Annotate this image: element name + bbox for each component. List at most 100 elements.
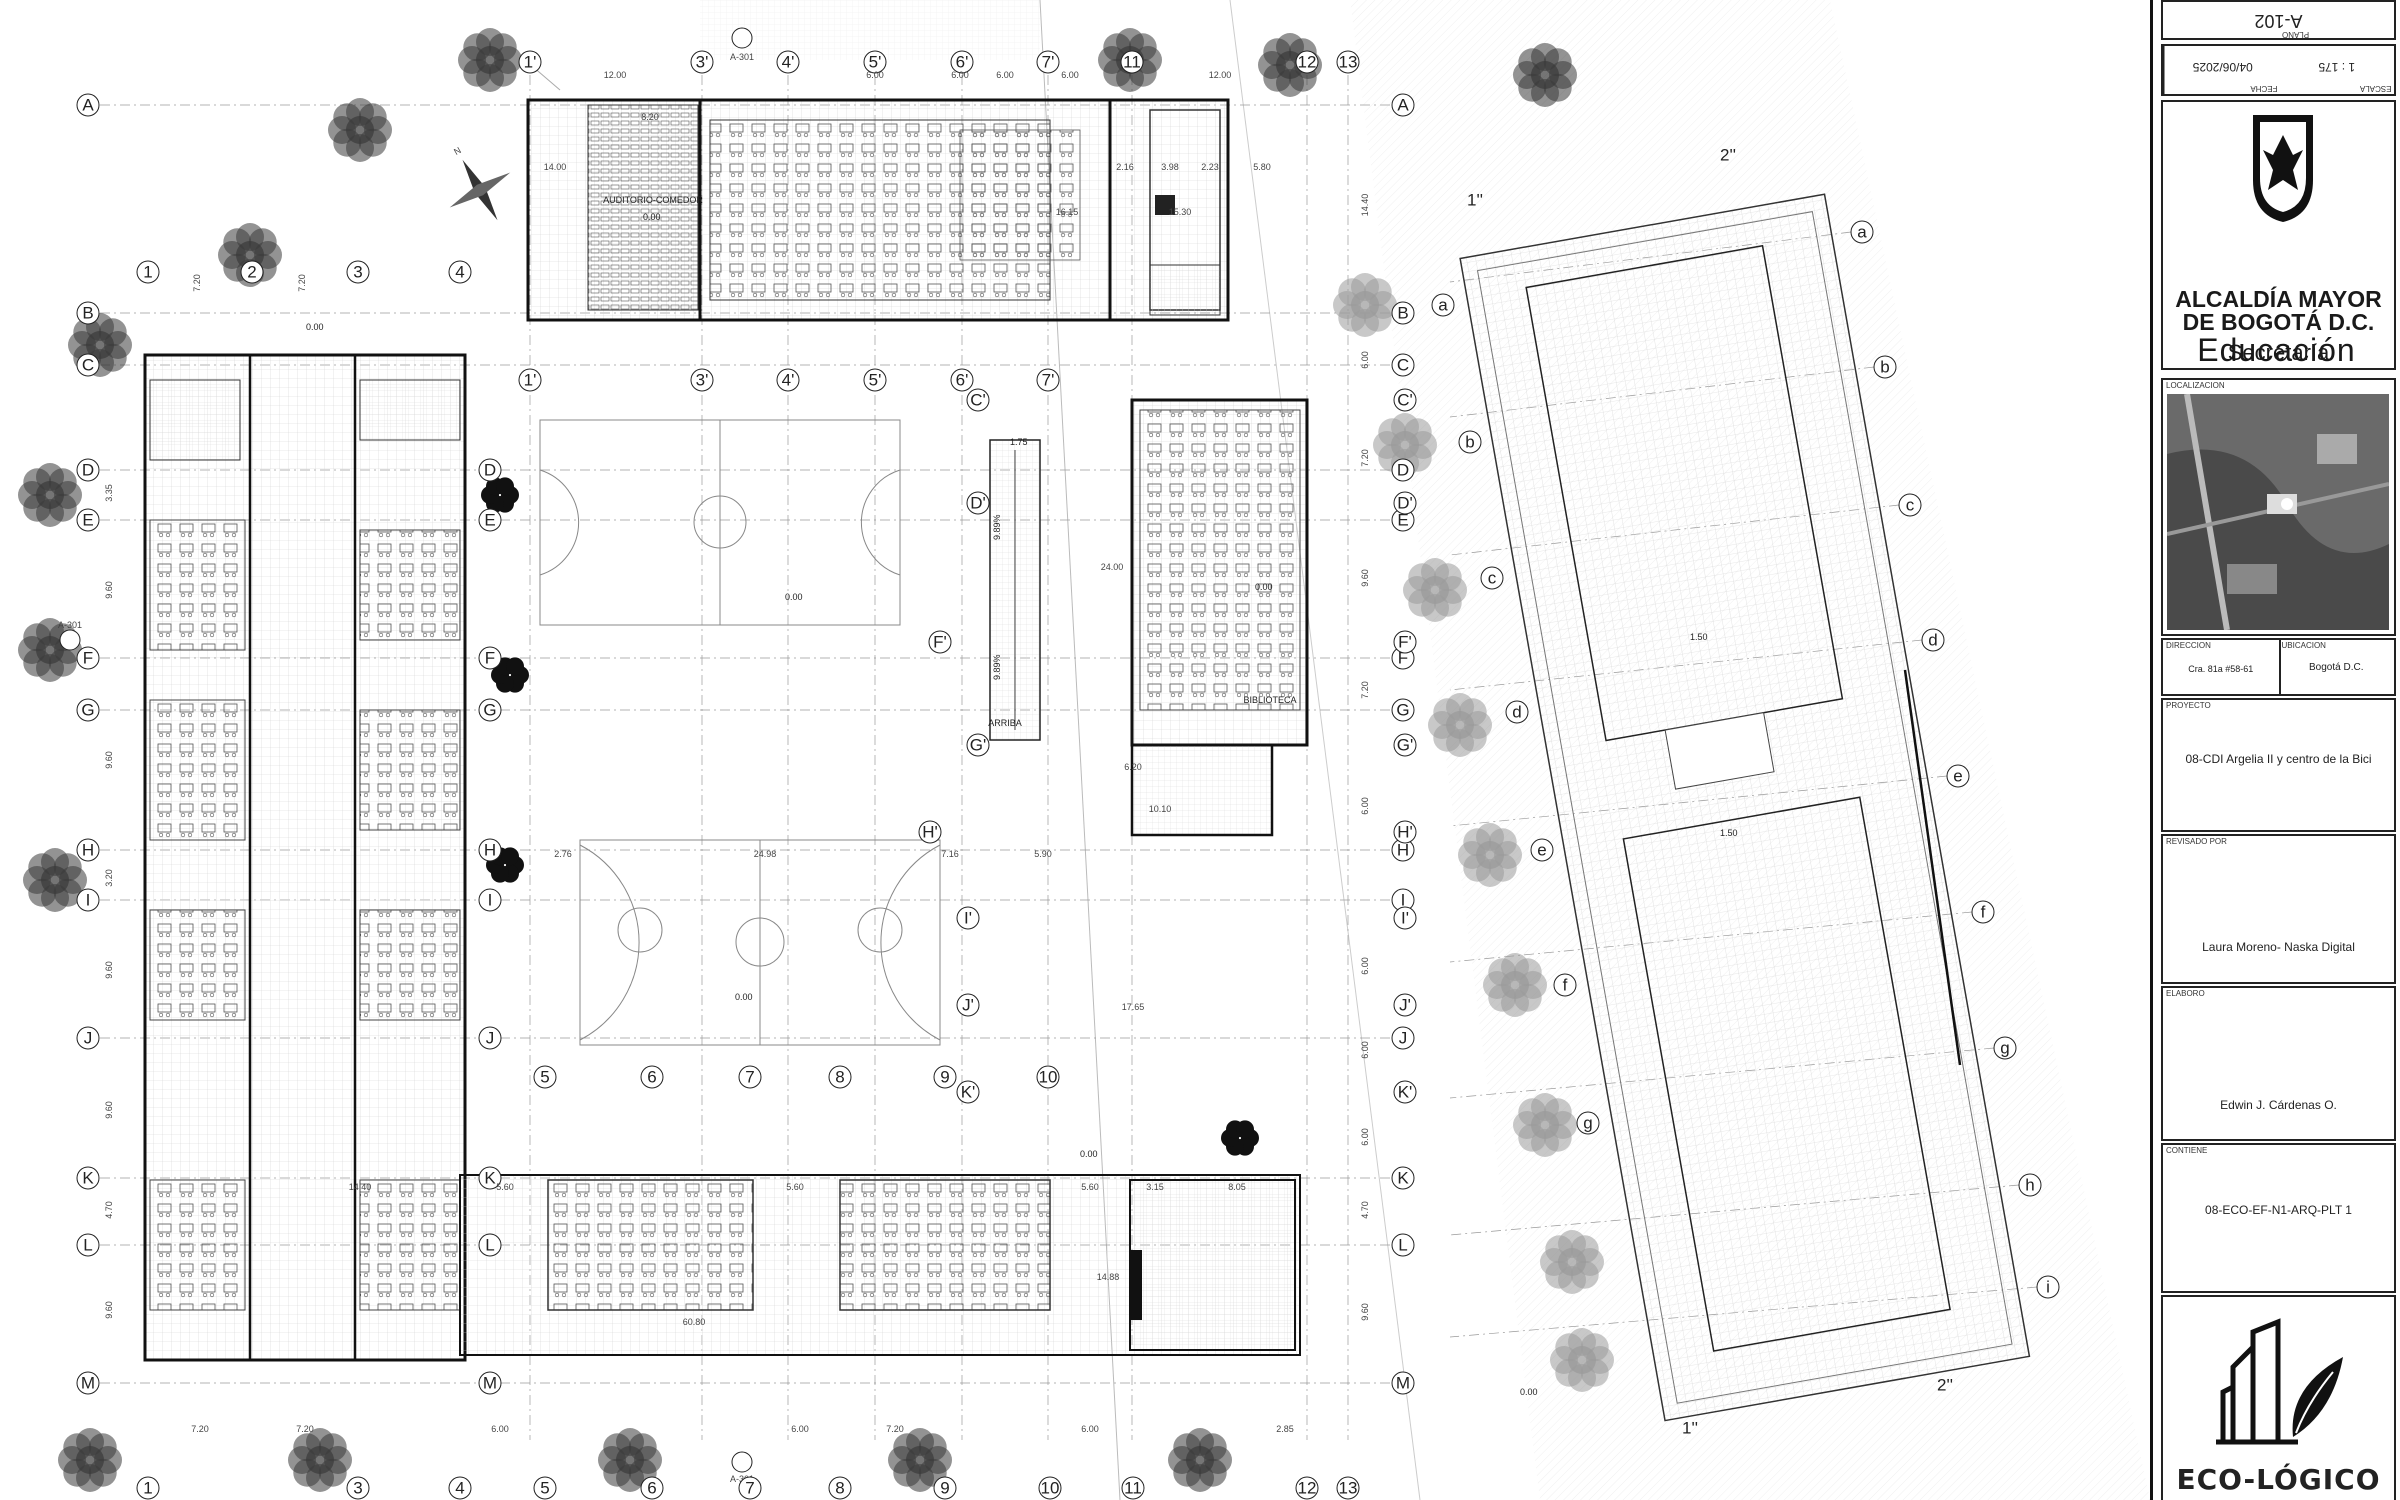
svg-text:2: 2 bbox=[247, 263, 256, 282]
svg-text:D: D bbox=[1397, 461, 1409, 480]
logo-box: ECO-LÓGICO bbox=[2161, 1295, 2396, 1500]
grid-bubble-row-right: A bbox=[1391, 93, 1415, 117]
grid-bubble-row-prime-right: C' bbox=[1393, 388, 1417, 412]
project-box: PROYECTO 08-CDI Argelia II y centro de l… bbox=[2161, 698, 2396, 832]
level-mark: 0.00 bbox=[1520, 1387, 1538, 1397]
grid-bubble-top: 1' bbox=[518, 50, 542, 74]
svg-text:A: A bbox=[82, 96, 94, 115]
svg-text:G: G bbox=[483, 701, 496, 720]
dimension-right: 7.20 bbox=[1360, 681, 1370, 699]
park-axis-right: i bbox=[2036, 1275, 2060, 1299]
grid-bubble-row-left: B bbox=[76, 301, 100, 325]
dimension-bottom: 7.20 bbox=[296, 1424, 314, 1434]
grid-bubble-row-left: C bbox=[76, 353, 100, 377]
svg-text:8: 8 bbox=[835, 1479, 844, 1498]
ramp-slope: 9.89% bbox=[992, 654, 1002, 680]
park-axis-left: d bbox=[1505, 700, 1529, 724]
top-building: AUDITORIO-COMEDOR bbox=[526, 98, 1230, 322]
dimension-bottom: 7.20 bbox=[886, 1424, 904, 1434]
svg-text:5': 5' bbox=[869, 371, 882, 390]
svg-text:a: a bbox=[1438, 296, 1448, 315]
park-axis-left: g bbox=[1576, 1111, 1600, 1135]
tree bbox=[1428, 693, 1492, 757]
svg-text:f: f bbox=[1981, 903, 1986, 922]
grid-bubble-row-prime: F' bbox=[928, 630, 952, 654]
svg-text:L: L bbox=[485, 1236, 494, 1255]
svg-text:1: 1 bbox=[143, 263, 152, 282]
address-box: DIRECCION Cra. 81a #58-61 UBICACION Bogo… bbox=[2161, 638, 2396, 696]
svg-text:B: B bbox=[82, 304, 93, 323]
grid-bubble-left-col: 1 bbox=[136, 260, 160, 284]
dimension-bottom: 6.00 bbox=[791, 1424, 809, 1434]
park-axis-right: b bbox=[1873, 355, 1897, 379]
room-label-biblioteca: BIBLIOTECA bbox=[1243, 695, 1296, 705]
grid-bubble-row-right: B bbox=[1391, 301, 1415, 325]
svg-text:E: E bbox=[82, 511, 93, 530]
svg-text:J: J bbox=[84, 1029, 93, 1048]
grid-bubble-bottom: 3 bbox=[346, 1476, 370, 1500]
ramp-slope: 9.89% bbox=[992, 514, 1002, 540]
svg-text:4': 4' bbox=[782, 371, 795, 390]
grid-bubble-row-mid: H bbox=[478, 838, 502, 862]
grid-bubble-bottom: 6 bbox=[640, 1476, 664, 1500]
dimension-top: 3.98 bbox=[1161, 162, 1179, 172]
svg-text:d: d bbox=[1512, 703, 1521, 722]
tree bbox=[1403, 558, 1467, 622]
svg-text:N: N bbox=[452, 145, 463, 157]
architectural-floor-plan: AUDITORIO-COMEDOR bbox=[18, 0, 2150, 1500]
grid-bubble-row-prime: G' bbox=[966, 733, 990, 757]
sheet-number: A-102 bbox=[2254, 11, 2303, 31]
svg-text:E: E bbox=[484, 511, 495, 530]
grid-bubble-row-left: A bbox=[76, 93, 100, 117]
grid-bubble-row-prime: J' bbox=[956, 993, 980, 1017]
dimension-court: 5.60 bbox=[1081, 1182, 1099, 1192]
svg-text:I': I' bbox=[1401, 909, 1409, 928]
dimension-court: 8.05 bbox=[1228, 1182, 1246, 1192]
dimension-left: 3.35 bbox=[104, 484, 114, 502]
date-scale-box: FECHA 04/06/2025 ESCALA 1 : 175 PLANO bbox=[2161, 30, 2396, 96]
grid-bubble-mid: 6' bbox=[950, 368, 974, 392]
level-mark: 0.00 bbox=[785, 592, 803, 602]
dimension-court: 10.10 bbox=[1149, 804, 1172, 814]
contents-box: CONTIENE 08-ECO-EF-N1-ARQ-PLT 1 bbox=[2161, 1143, 2396, 1293]
svg-text:12: 12 bbox=[1298, 1479, 1317, 1498]
dimension-court: 7.16 bbox=[941, 849, 959, 859]
park-col-label: 2'' bbox=[1720, 146, 1736, 165]
dimension-court: 5.60 bbox=[496, 1182, 514, 1192]
svg-text:9: 9 bbox=[940, 1479, 949, 1498]
dimension-court: 6.20 bbox=[1124, 762, 1142, 772]
svg-text:3': 3' bbox=[696, 371, 709, 390]
grid-bubble-bottom: 10 bbox=[1038, 1476, 1062, 1500]
svg-text:b: b bbox=[1880, 358, 1889, 377]
grid-bubble-court-col: 10 bbox=[1036, 1065, 1060, 1089]
reviewed-box: REVISADO POR Laura Moreno- Naska Digital bbox=[2161, 834, 2396, 984]
dimension-court: 24.98 bbox=[754, 849, 777, 859]
dimension-left: 3.20 bbox=[104, 869, 114, 887]
institution-line2: DE BOGOTÁ D.C. bbox=[2182, 309, 2375, 335]
eco-logico-logo-text: ECO-LÓGICO bbox=[2176, 1463, 2381, 1496]
dimension-top: 6.00 bbox=[866, 70, 884, 80]
dimension-right: 6.00 bbox=[1360, 351, 1370, 369]
park-col-label: 2'' bbox=[1937, 1376, 1953, 1395]
svg-text:F': F' bbox=[1398, 633, 1412, 652]
park-axis-right: g bbox=[1993, 1036, 2017, 1060]
park-axis-left: e bbox=[1530, 838, 1554, 862]
svg-text:I': I' bbox=[964, 909, 972, 928]
grid-bubble-bottom: 4 bbox=[448, 1476, 472, 1500]
svg-text:13: 13 bbox=[1339, 1479, 1358, 1498]
dimension-court: 5.60 bbox=[786, 1182, 804, 1192]
dimension-left: 9.60 bbox=[104, 751, 114, 769]
dimension-left: 9.60 bbox=[104, 581, 114, 599]
dimension-top: 12.00 bbox=[604, 70, 627, 80]
north-arrow: N bbox=[449, 145, 511, 221]
eco-logico-building-leaf-icon bbox=[2216, 1318, 2343, 1445]
dimension-top: 2.23 bbox=[1201, 162, 1219, 172]
svg-text:3: 3 bbox=[353, 263, 362, 282]
tree bbox=[23, 848, 87, 912]
grid-bubble-row-right: H bbox=[1391, 838, 1415, 862]
svg-text:c: c bbox=[1906, 496, 1915, 515]
tree bbox=[1168, 1428, 1232, 1492]
tree bbox=[1513, 43, 1577, 107]
institution-line1: ALCALDÍA MAYOR bbox=[2175, 286, 2382, 312]
grid-bubble-court-col: 9 bbox=[933, 1065, 957, 1089]
